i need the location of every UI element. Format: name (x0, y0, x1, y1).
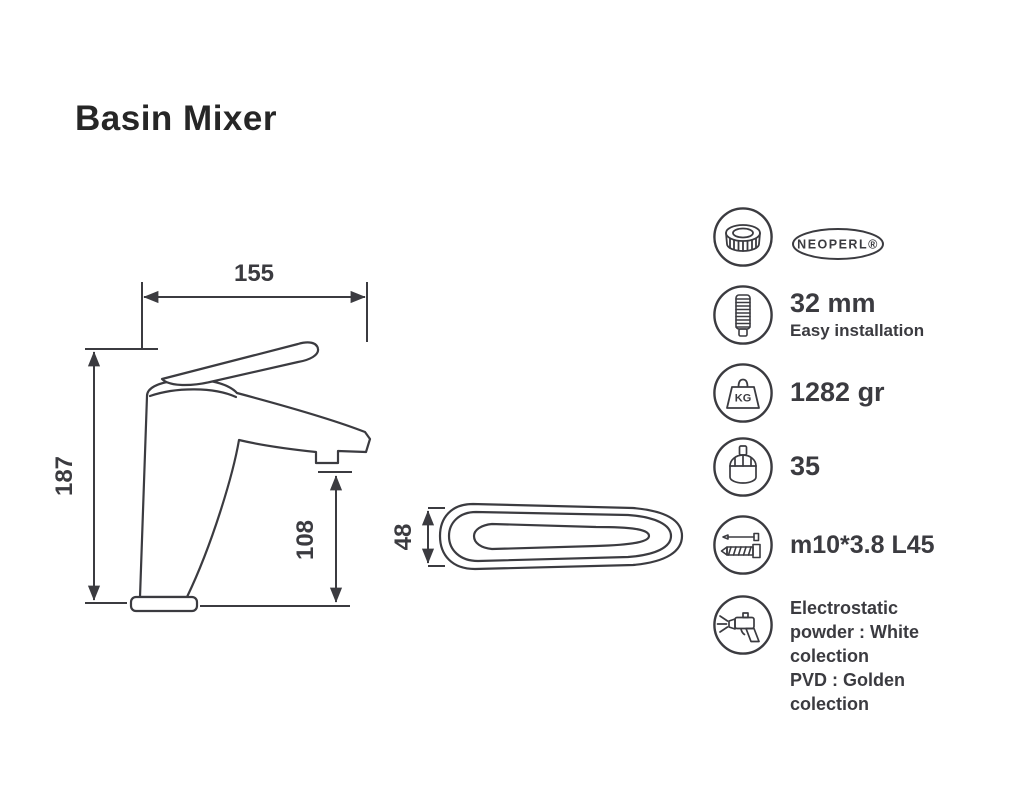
spec-row-weight: KG 1282 gr (712, 362, 885, 424)
spec-row-installation: 32 mm Easy installation (712, 284, 924, 346)
dim-label-187: 187 (51, 456, 78, 496)
spec-cartridge-value: 35 (790, 451, 821, 482)
faucet-top-view (438, 502, 684, 571)
dim-label-108: 108 (292, 520, 319, 560)
dimension-handle-48: 48 (390, 507, 445, 567)
dim-label-48: 48 (390, 524, 417, 551)
neoperl-badge: NEOPERL® (792, 228, 884, 260)
dim-label-155: 155 (234, 260, 274, 287)
flexible-hose-icon (713, 285, 773, 345)
dimension-width-155: 155 (141, 260, 368, 350)
aerator-icon (713, 207, 773, 267)
neoperl-badge-label: NEOPERL® (797, 238, 879, 252)
spec-row-cartridge: 35 (712, 436, 820, 498)
screw-icon (713, 515, 773, 575)
kg-icon-label: KG (735, 393, 752, 405)
spec-size-value: 32 mm (790, 288, 876, 319)
dimension-spout-108: 108 (200, 471, 352, 607)
spec-row-screw: m10*3.8 L45 (712, 514, 935, 576)
spec-row-aerator: NEOPERL® (712, 206, 886, 268)
spec-coating-text: Electrostatic powder : White colection P… (790, 598, 919, 714)
page-title: Basin Mixer (75, 99, 277, 139)
spec-weight-value: 1282 gr (790, 377, 885, 408)
dimension-height-187: 187 (51, 348, 158, 604)
spec-screw-value: m10*3.8 L45 (790, 530, 935, 559)
spec-row-coating: Electrostatic powder : White colection P… (712, 594, 919, 716)
spec-size-label: Easy installation (790, 320, 925, 340)
cartridge-icon (713, 437, 773, 497)
spray-gun-icon (713, 595, 773, 655)
faucet-side-view (129, 341, 372, 613)
kg-weight-icon: KG (713, 363, 773, 423)
